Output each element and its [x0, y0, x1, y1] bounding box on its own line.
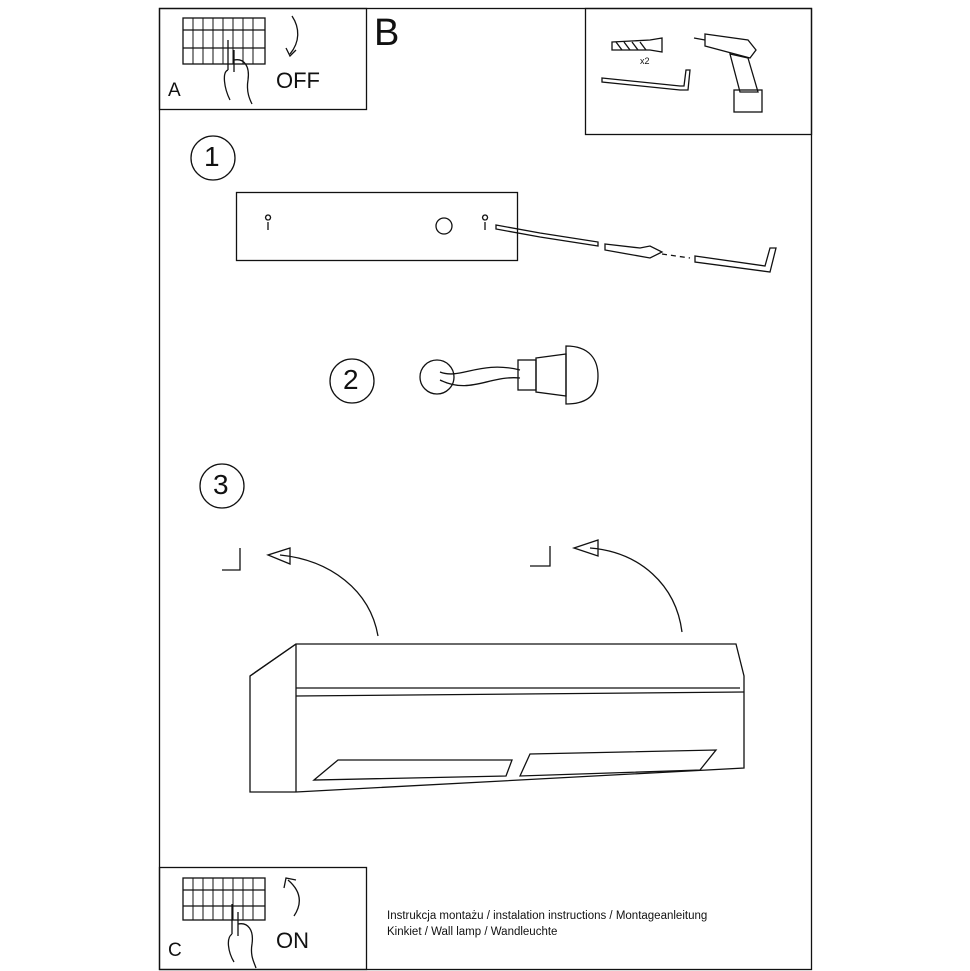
footer-line-1: Instrukcja montażu / instalation instruc…: [387, 910, 708, 922]
lamp-socket-icon: [517, 345, 599, 405]
arrow-curve: [571, 539, 683, 633]
step-2-circle: [329, 358, 375, 404]
circuit-breaker-icon: [182, 877, 266, 921]
footer-line-2: Kinkiet / Wall lamp / Wandleuchte: [387, 926, 558, 938]
circuit-breaker-icon: [182, 17, 266, 65]
keyhole-icon: [481, 214, 489, 230]
keyhole-icon: [264, 214, 272, 230]
panel-c-box: [158, 866, 368, 971]
arrow-up-icon: [283, 877, 300, 917]
drill-icon: [693, 33, 763, 113]
step-1-circle: [190, 135, 236, 181]
wall-lamp: [249, 643, 745, 793]
on-label: ON: [276, 928, 309, 953]
ceiling-outlet: [419, 359, 455, 395]
step-3-number: 3: [213, 469, 229, 500]
hook-icon: [222, 548, 241, 571]
hand-icon: [227, 904, 257, 969]
wall-plug-icon: [611, 37, 663, 53]
step-2-number: 2: [343, 364, 359, 395]
panel-a-label: A: [168, 80, 181, 101]
arrow-curve: [266, 547, 379, 637]
screw-icon: [495, 224, 777, 273]
arrow-down-icon: [285, 15, 299, 58]
panel-a-box: [158, 7, 368, 111]
wires: [439, 366, 521, 387]
step-3-circle: [199, 463, 245, 509]
off-label: OFF: [276, 68, 320, 93]
hand-icon: [223, 40, 253, 105]
page-frame: [158, 7, 813, 971]
mounting-plate: [235, 191, 519, 262]
step-1-number: 1: [204, 141, 220, 172]
footer-text: Instrukcja montażu / instalation instruc…: [387, 908, 707, 940]
panel-b-label: B: [374, 12, 400, 54]
tools-box: [584, 7, 813, 136]
hook-icon: [530, 546, 551, 567]
panel-c-label: C: [168, 940, 182, 961]
quantity-label: x2: [640, 56, 650, 66]
hook-screw-icon: [601, 69, 691, 91]
cable-hole: [435, 217, 453, 235]
